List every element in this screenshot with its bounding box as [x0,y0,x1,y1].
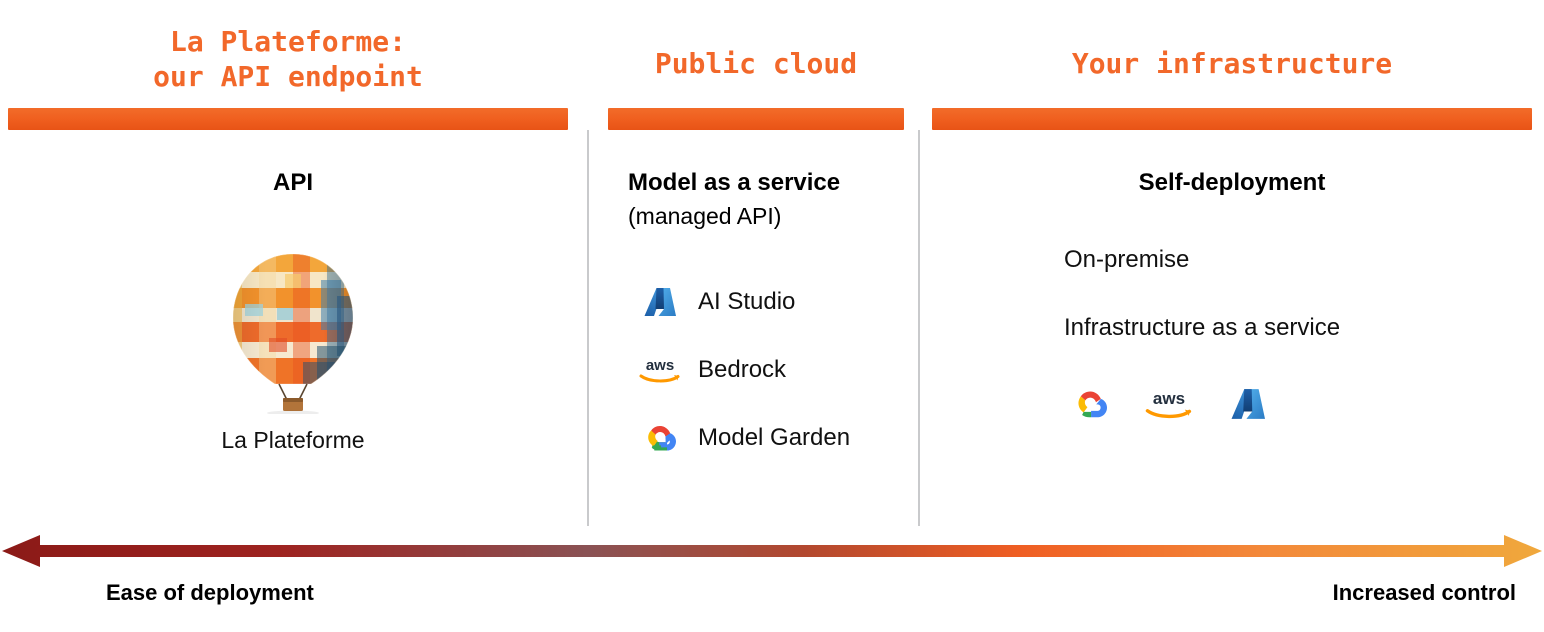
axis-label-ease-of-deployment: Ease of deployment [106,580,314,605]
provider-label: Model Garden [698,424,851,451]
azure-logo-icon [636,282,684,322]
column-divider-1 [587,130,589,526]
svg-text:aws: aws [1153,389,1185,408]
column-your-infrastructure: Self-deployment On-premise Infrastructur… [930,130,1534,426]
column-title-public-cloud: Public cloud [654,47,858,80]
deployment-option-on-premise: On-premise [1064,246,1190,273]
column-2-heading: Model as a service [628,169,841,196]
column-divider-2 [918,130,920,526]
deployment-option-iaas: Infrastructure as a service [1064,314,1341,341]
provider-row-ai-studio[interactable]: AI Studio [636,279,910,325]
column-title-your-infrastructure: Your infrastructure [1071,47,1393,80]
column-1-heading: API [272,169,313,196]
spectrum-arrow [2,535,1542,567]
hot-air-balloon-illustration [232,253,354,416]
column-title-la-plateforme: La Plateforme: our API endpoint [153,25,423,93]
balloon-caption: La Plateforme [221,427,365,453]
svg-text:aws: aws [646,357,674,374]
google-cloud-logo-icon [636,418,684,458]
column-2-subheading: (managed API) [628,203,782,229]
column-accent-bar-3 [932,108,1532,130]
aws-logo-icon: aws [1144,382,1194,426]
provider-label: AI Studio [698,288,796,315]
azure-logo-icon [1224,382,1272,426]
aws-logo-icon: aws [636,350,684,390]
deployment-options-list: On-premise Infrastructure as a service [1064,246,1534,342]
provider-row-bedrock[interactable]: aws Bedrock [636,347,910,393]
infrastructure-logo-strip: aws [1066,382,1534,426]
balloon-image-wrap: La Plateforme [8,250,578,454]
column-la-plateforme: API [8,130,578,454]
provider-label: Bedrock [698,356,787,383]
column-3-heading: Self-deployment [1138,169,1326,196]
provider-row-model-garden[interactable]: Model Garden [636,415,910,461]
column-accent-bar-2 [608,108,904,130]
column-accent-bar-1 [8,108,568,130]
provider-list: AI Studio aws Bedrock [636,279,910,461]
google-cloud-logo-icon [1066,382,1114,426]
axis-label-increased-control: Increased control [1332,580,1516,605]
column-public-cloud: Model as a service (managed API) [600,130,910,483]
